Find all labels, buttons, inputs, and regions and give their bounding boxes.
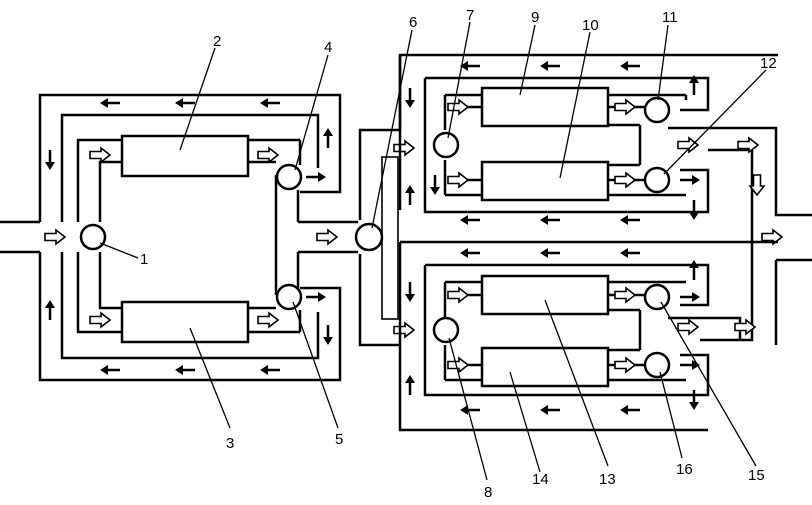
label-13: 13	[599, 471, 616, 488]
unit-2	[120, 134, 250, 178]
leader-lines	[99, 21, 767, 481]
valve-11	[643, 96, 671, 124]
unit-13	[480, 274, 610, 316]
label-14: 14	[532, 471, 549, 488]
label-7: 7	[466, 7, 474, 24]
right-upper-group	[398, 55, 812, 237]
label-1: 1	[140, 251, 148, 268]
valve-16	[643, 351, 671, 379]
label-2: 2	[213, 33, 221, 50]
label-10: 10	[582, 17, 599, 34]
label-15: 15	[748, 467, 765, 484]
unit-14	[480, 346, 610, 388]
valve-6	[354, 222, 384, 252]
valve-12	[643, 166, 671, 194]
label-3: 3	[226, 435, 234, 452]
valve-15	[643, 283, 671, 311]
unit-9	[480, 86, 610, 128]
label-12: 12	[760, 55, 777, 72]
valve-4	[275, 163, 303, 191]
valve-1	[79, 223, 107, 251]
left-section	[0, 93, 358, 382]
right-outlet	[700, 229, 812, 345]
right-lower-group	[398, 240, 778, 417]
valve-8	[432, 316, 460, 344]
unit-3	[120, 300, 250, 344]
number-labels: 1 2 3 4 5 6 7 8 9 10 11 12 13 14 15 16	[140, 7, 777, 501]
valve-7	[432, 131, 460, 159]
label-8: 8	[484, 484, 492, 501]
label-6: 6	[409, 14, 417, 31]
label-16: 16	[676, 461, 693, 478]
label-9: 9	[531, 9, 539, 26]
valve-5	[275, 283, 303, 311]
label-5: 5	[335, 431, 343, 448]
unit-10	[480, 160, 610, 202]
label-4: 4	[324, 39, 332, 56]
label-11: 11	[662, 9, 678, 26]
